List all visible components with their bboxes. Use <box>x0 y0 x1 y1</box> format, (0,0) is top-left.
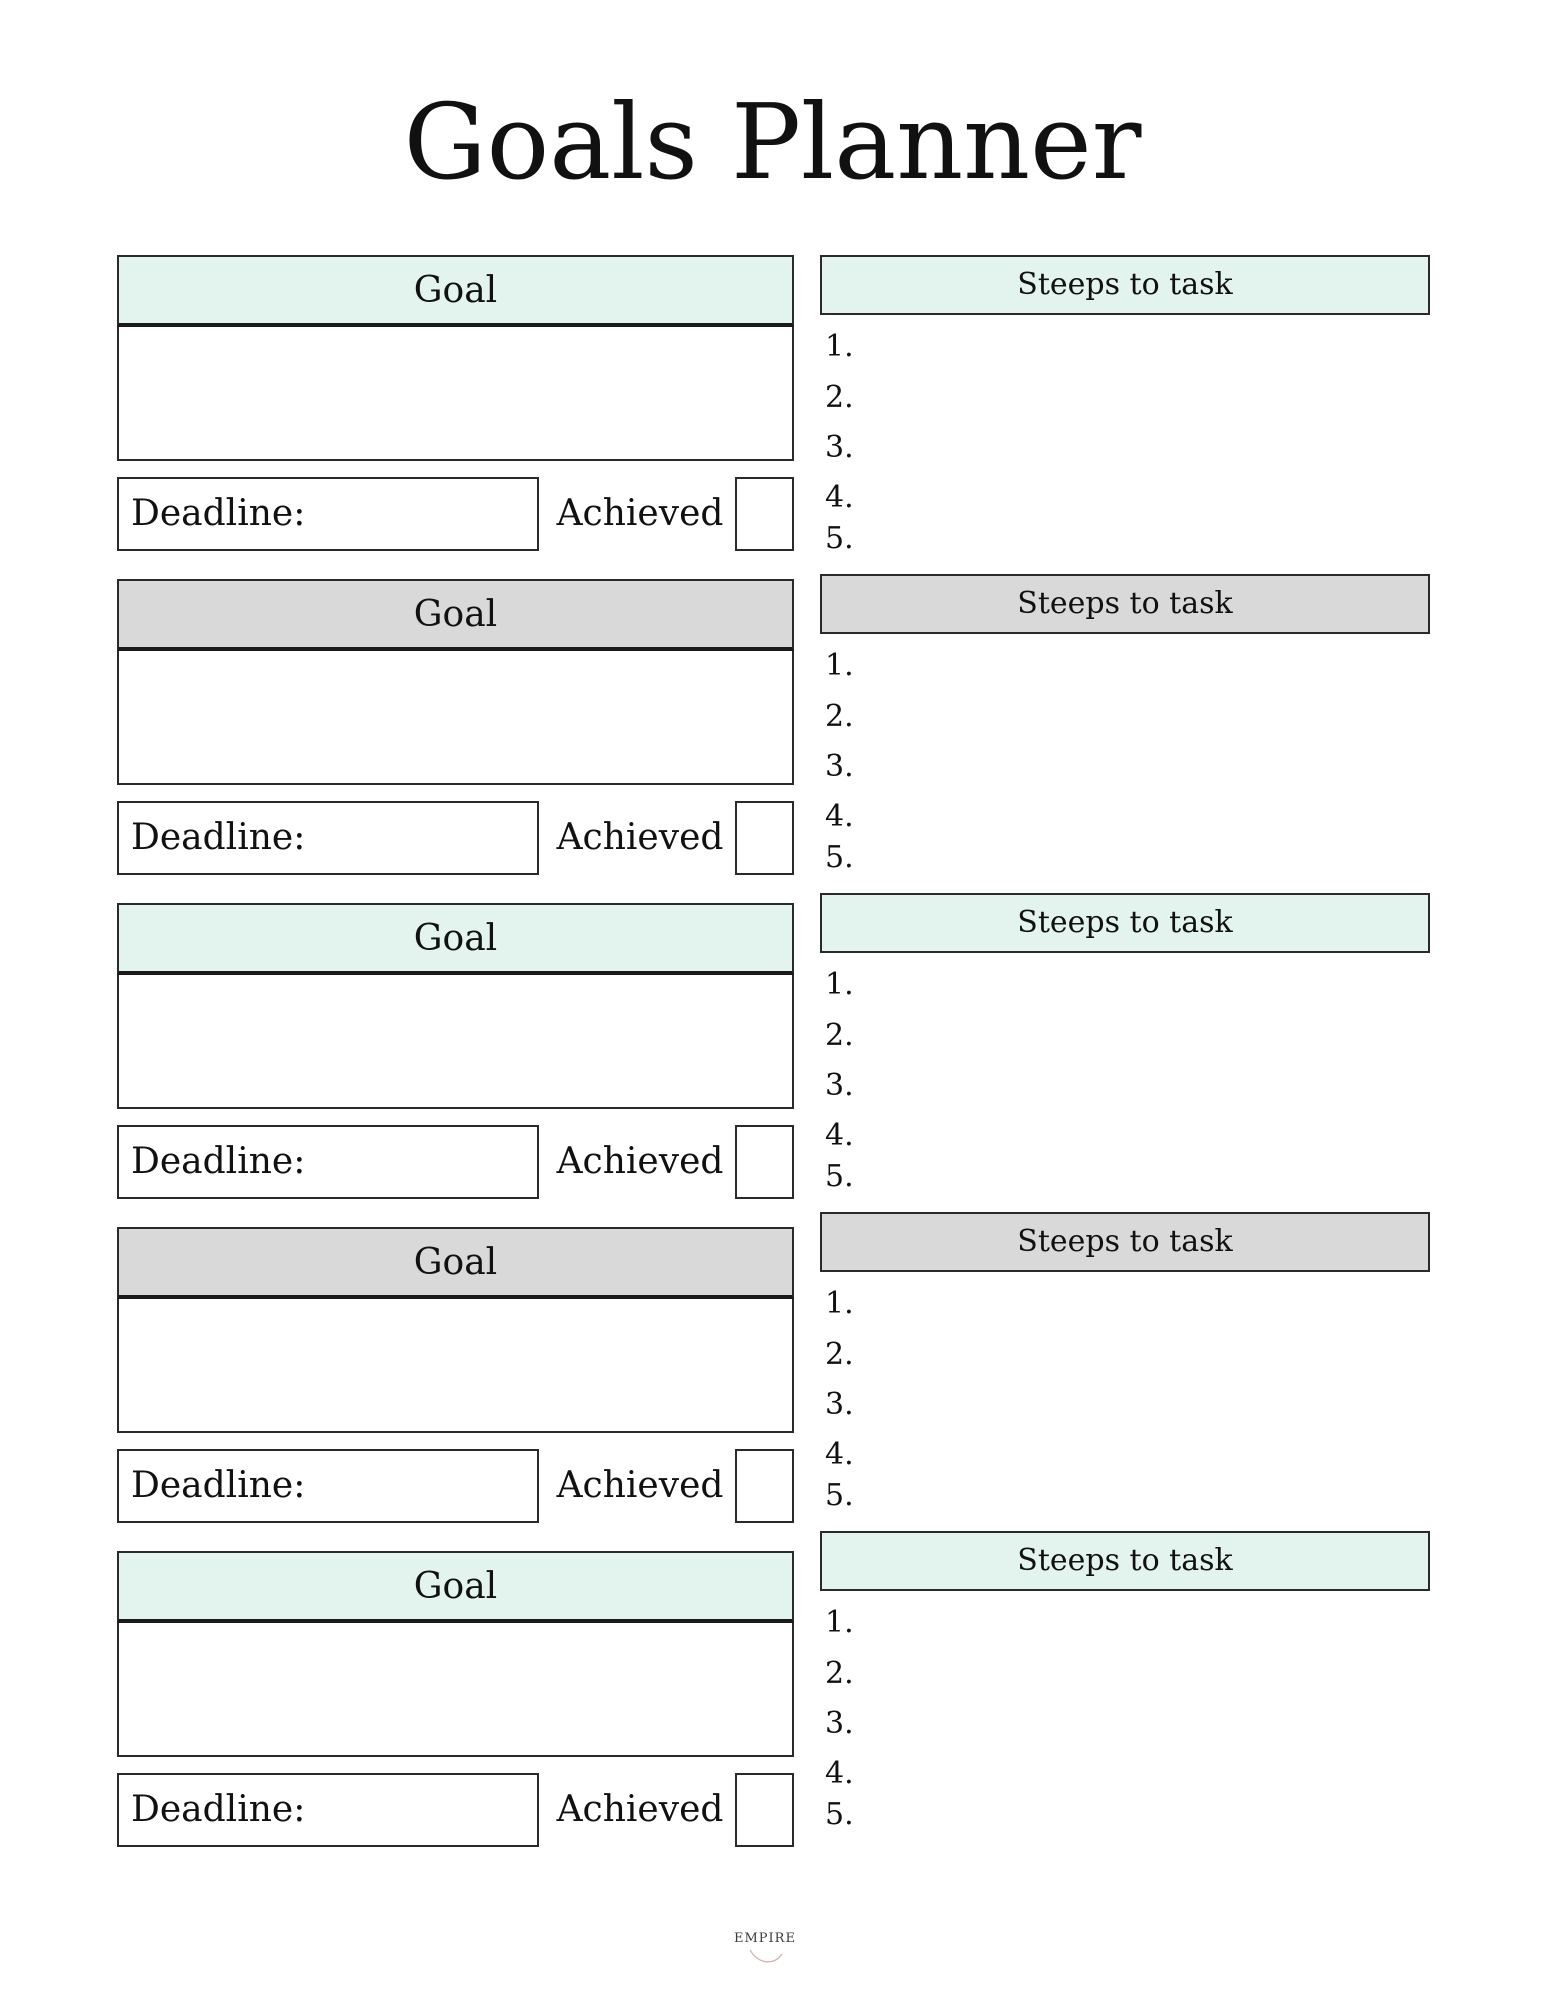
deadline-field[interactable]: Deadline: <box>117 1449 539 1523</box>
steps-header: Steeps to task <box>820 255 1430 315</box>
steps-list: 1. 2. 3. 4. 5. <box>825 330 1425 570</box>
goal-section-1: Goal Deadline: Achieved <box>0 255 1545 579</box>
step-item[interactable]: 3. <box>825 1068 854 1103</box>
steps-header: Steeps to task <box>820 574 1430 634</box>
goal-header: Goal <box>117 903 794 975</box>
deadline-label: Deadline: <box>131 1789 306 1830</box>
page-title: Goals Planner <box>403 81 1142 203</box>
step-item[interactable]: 5. <box>825 1478 854 1513</box>
step-item[interactable]: 4. <box>825 480 854 515</box>
steps-list: 1. 2. 3. 4. 5. <box>825 1606 1425 1846</box>
step-item[interactable]: 3. <box>825 749 854 784</box>
steps-list: 1. 2. 3. 4. 5. <box>825 649 1425 889</box>
step-item[interactable]: 3. <box>825 430 854 465</box>
achieved-checkbox[interactable] <box>735 1125 794 1199</box>
goal-header: Goal <box>117 579 794 651</box>
steps-header: Steeps to task <box>820 1212 1430 1272</box>
goal-text-area[interactable] <box>117 327 794 461</box>
step-item[interactable]: 5. <box>825 521 854 556</box>
achieved-checkbox[interactable] <box>735 801 794 875</box>
steps-header: Steeps to task <box>820 1531 1430 1591</box>
step-item[interactable]: 3. <box>825 1706 854 1741</box>
goal-text-area[interactable] <box>117 1299 794 1433</box>
steps-list: 1. 2. 3. 4. 5. <box>825 968 1425 1208</box>
step-item[interactable]: 2. <box>825 699 854 734</box>
step-item[interactable]: 5. <box>825 1797 854 1832</box>
achieved-checkbox[interactable] <box>735 1449 794 1523</box>
steps-header: Steeps to task <box>820 893 1430 953</box>
step-item[interactable]: 5. <box>825 1159 854 1194</box>
step-item[interactable]: 4. <box>825 1118 854 1153</box>
achieved-label: Achieved <box>556 817 724 858</box>
achieved-label: Achieved <box>556 1465 724 1506</box>
goal-text-area[interactable] <box>117 1623 794 1757</box>
step-item[interactable]: 2. <box>825 1656 854 1691</box>
goal-text-area[interactable] <box>117 651 794 785</box>
goal-header: Goal <box>117 1227 794 1299</box>
deadline-field[interactable]: Deadline: <box>117 1125 539 1199</box>
step-item[interactable]: 4. <box>825 1756 854 1791</box>
step-item[interactable]: 1. <box>825 329 854 364</box>
achieved-checkbox[interactable] <box>735 1773 794 1847</box>
deadline-label: Deadline: <box>131 817 306 858</box>
steps-list: 1. 2. 3. 4. 5. <box>825 1287 1425 1527</box>
achieved-checkbox[interactable] <box>735 477 794 551</box>
goal-header: Goal <box>117 1551 794 1623</box>
step-item[interactable]: 1. <box>825 648 854 683</box>
step-item[interactable]: 1. <box>825 967 854 1002</box>
step-item[interactable]: 2. <box>825 1018 854 1053</box>
deadline-field[interactable]: Deadline: <box>117 801 539 875</box>
deadline-label: Deadline: <box>131 1141 306 1182</box>
step-item[interactable]: 2. <box>825 380 854 415</box>
achieved-label: Achieved <box>556 1789 724 1830</box>
deadline-field[interactable]: Deadline: <box>117 477 539 551</box>
deadline-label: Deadline: <box>131 493 306 534</box>
step-item[interactable]: 3. <box>825 1387 854 1422</box>
goal-section-4: Goal Deadline: Achieved <box>0 1227 1545 1551</box>
goal-section-2: Goal Deadline: Achieved <box>0 579 1545 903</box>
step-item[interactable]: 4. <box>825 1437 854 1472</box>
goal-text-area[interactable] <box>117 975 794 1109</box>
step-item[interactable]: 1. <box>825 1605 854 1640</box>
goal-section-5: Goal Deadline: Achieved <box>0 1551 1545 1875</box>
step-item[interactable]: 2. <box>825 1337 854 1372</box>
deadline-label: Deadline: <box>131 1465 306 1506</box>
achieved-label: Achieved <box>556 1141 724 1182</box>
logo-text: EMPIRE <box>734 1931 796 1946</box>
empire-logo: EMPIRE <box>734 1931 796 1963</box>
logo-swash-icon <box>749 1949 783 1963</box>
goal-header: Goal <box>117 255 794 327</box>
step-item[interactable]: 5. <box>825 840 854 875</box>
achieved-label: Achieved <box>556 493 724 534</box>
step-item[interactable]: 4. <box>825 799 854 834</box>
deadline-field[interactable]: Deadline: <box>117 1773 539 1847</box>
step-item[interactable]: 1. <box>825 1286 854 1321</box>
goal-section-3: Goal Deadline: Achieved <box>0 903 1545 1227</box>
